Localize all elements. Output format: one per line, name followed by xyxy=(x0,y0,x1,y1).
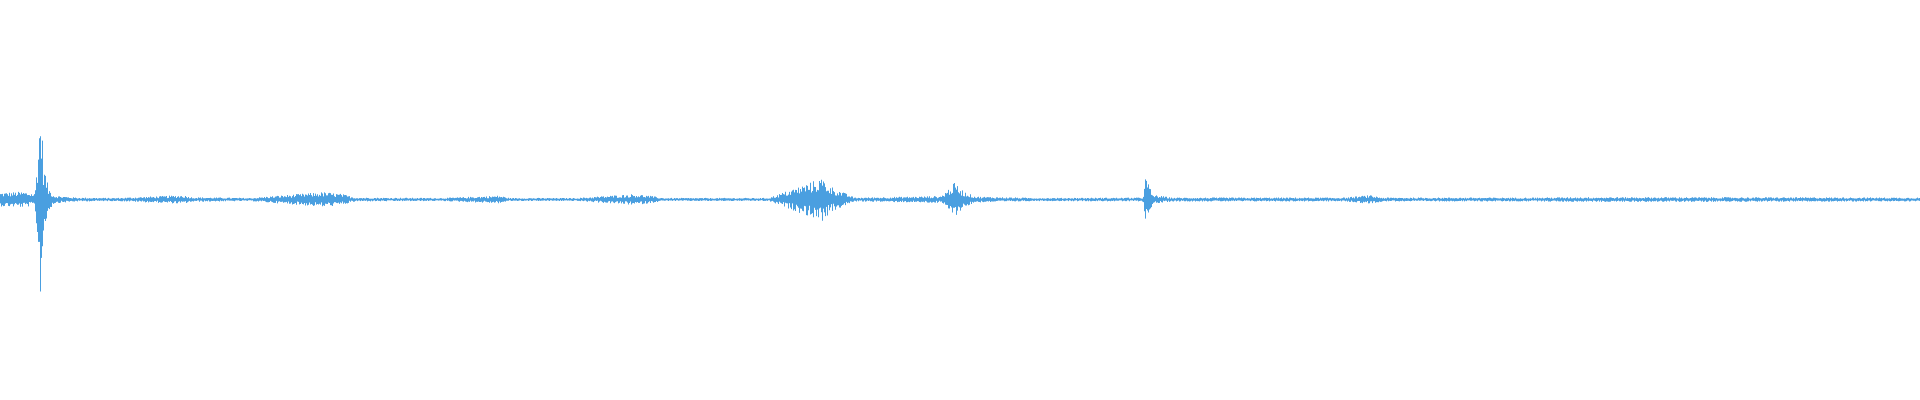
waveform-samples xyxy=(0,136,1920,292)
waveform-trace xyxy=(0,136,1920,292)
